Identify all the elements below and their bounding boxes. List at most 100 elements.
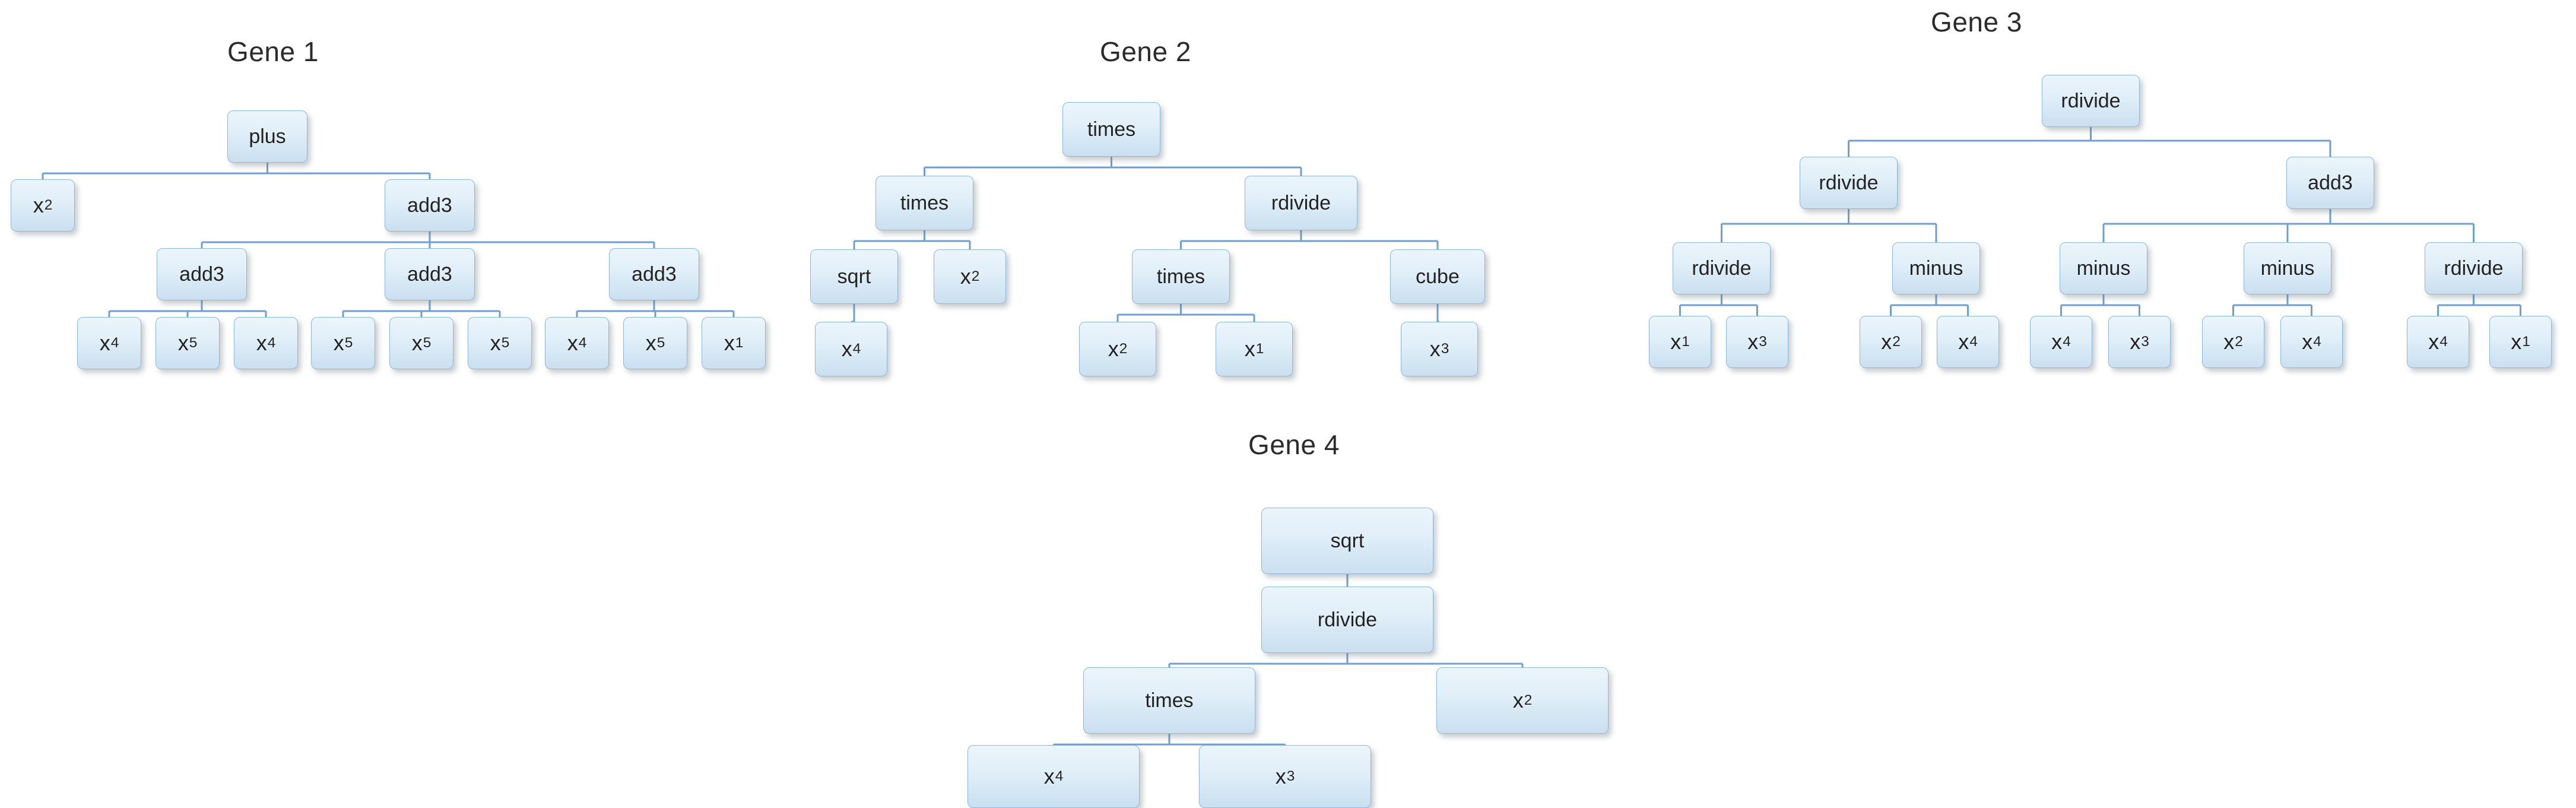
node-label-subscript: 2 (1119, 340, 1128, 357)
node-label: x (1108, 337, 1119, 361)
function-node-rdivide[interactable]: rdivide (1245, 176, 1357, 230)
node-label: x (1043, 764, 1055, 788)
node-label: minus (2076, 257, 2131, 280)
node-label: times (1145, 689, 1194, 712)
node-label: times (1156, 265, 1205, 288)
node-label: x (1512, 688, 1524, 712)
function-node-rdivide[interactable]: rdivide (2425, 242, 2523, 294)
node-label: x (1747, 329, 1759, 354)
node-label: x (256, 331, 267, 355)
node-label: rdivide (2444, 257, 2504, 280)
node-label: rdivide (1692, 257, 1752, 280)
node-label: x (1244, 337, 1255, 361)
node-label-subscript: 2 (44, 197, 53, 213)
node-label-subscript: 4 (1969, 333, 1978, 350)
function-node-minus[interactable]: minus (2244, 242, 2331, 294)
node-label-subscript: 2 (1892, 333, 1901, 350)
function-node-minus[interactable]: minus (2060, 242, 2147, 294)
gene-title: Gene 3 (1931, 7, 2022, 37)
function-node-rdivide[interactable]: rdivide (1673, 242, 1771, 294)
function-node-times[interactable]: times (1062, 102, 1160, 157)
node-label-subscript: 4 (2313, 333, 2321, 350)
node-label-subscript: 3 (1441, 340, 1449, 357)
node-label: rdivide (2061, 90, 2121, 112)
function-node-add3[interactable]: add3 (609, 248, 699, 300)
gene-title: Gene 2 (1100, 36, 1191, 67)
node-label: x (1670, 329, 1682, 354)
function-node-rdivide[interactable]: rdivide (1261, 587, 1433, 653)
node-label: x (1275, 764, 1286, 788)
function-node-cube[interactable]: cube (1390, 249, 1485, 304)
node-label: rdivide (1317, 609, 1378, 631)
function-node-minus[interactable]: minus (1892, 242, 1980, 294)
function-node-add3[interactable]: add3 (385, 248, 475, 300)
function-node-times[interactable]: times (1083, 667, 1255, 734)
node-label: x (1429, 337, 1441, 361)
node-label: x (960, 264, 971, 289)
function-node-sqrt[interactable]: sqrt (1261, 508, 1433, 574)
node-label: x (645, 331, 656, 355)
function-node-times[interactable]: times (1132, 249, 1230, 304)
function-node-times[interactable]: times (875, 176, 973, 230)
node-label-subscript: 5 (189, 334, 198, 351)
function-node-add3[interactable]: add3 (157, 248, 247, 300)
node-label: sqrt (1330, 530, 1365, 552)
node-label: rdivide (1271, 192, 1331, 214)
node-label: x (724, 331, 735, 355)
function-node-rdivide[interactable]: rdivide (1800, 157, 1898, 209)
node-label: minus (1909, 257, 1963, 280)
gene-title: Gene 4 (1248, 429, 1340, 460)
node-label: x (2223, 329, 2235, 354)
node-label: minus (2260, 257, 2315, 280)
node-label-subscript: 3 (1286, 768, 1295, 784)
node-label-subscript: 1 (2522, 333, 2530, 350)
function-node-rdivide[interactable]: rdivide (2042, 75, 2140, 127)
function-node-add3[interactable]: add3 (385, 179, 475, 232)
node-label: times (1087, 118, 1136, 141)
node-label: sqrt (837, 265, 871, 288)
node-label-subscript: 3 (1759, 333, 1767, 350)
node-label: x (1881, 329, 1892, 354)
node-label-subscript: 4 (110, 334, 119, 351)
node-label: x (1958, 329, 1969, 354)
node-label-subscript: 4 (2439, 333, 2448, 350)
node-label: add3 (407, 263, 452, 286)
function-node-sqrt[interactable]: sqrt (810, 249, 898, 304)
node-label: add3 (407, 194, 452, 217)
node-label: x (2511, 329, 2522, 354)
node-label-subscript: 3 (2141, 333, 2149, 350)
node-label: x (567, 331, 578, 355)
gene-title: Gene 1 (227, 36, 319, 67)
function-node-add3[interactable]: add3 (2286, 157, 2374, 209)
function-node-plus[interactable]: plus (227, 110, 307, 163)
